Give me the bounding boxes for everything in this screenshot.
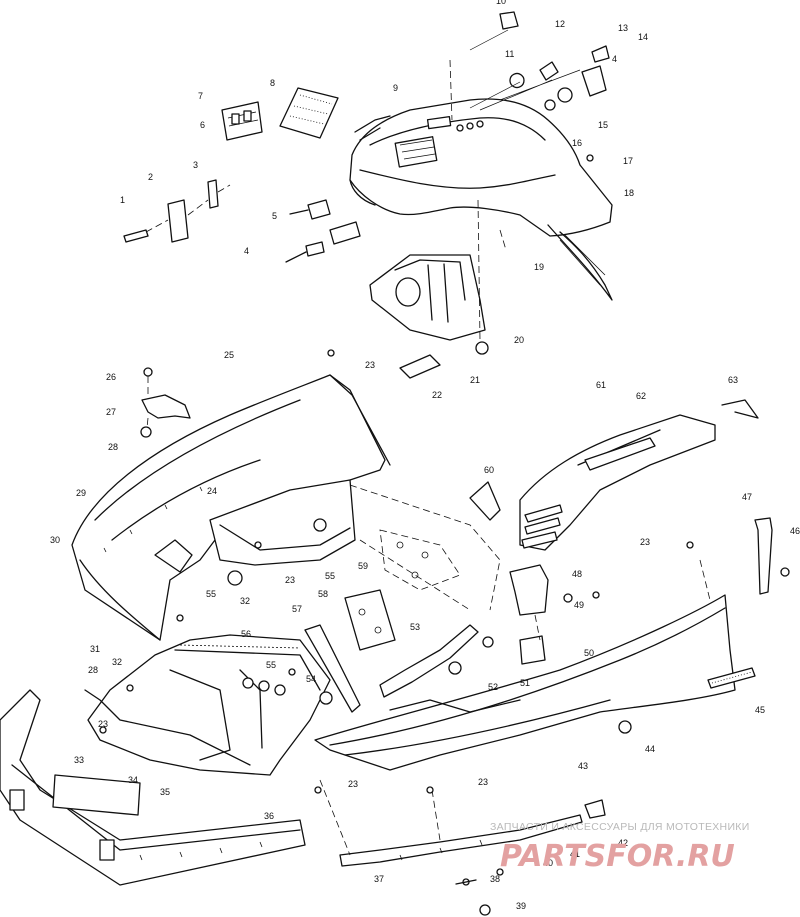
callout-label: 53 bbox=[410, 622, 420, 632]
callout-label: 42 bbox=[618, 838, 628, 848]
right-side-panel bbox=[314, 594, 756, 771]
callout-label: 56 bbox=[241, 629, 251, 639]
callout-label: 6 bbox=[200, 120, 205, 130]
callout-label: 9 bbox=[393, 83, 398, 93]
callout-label: 23 bbox=[640, 537, 650, 547]
callout-label: 27 bbox=[106, 407, 116, 417]
hood-hardware bbox=[449, 11, 610, 162]
right-brackets bbox=[509, 517, 790, 665]
callout-label: 28 bbox=[108, 442, 118, 452]
callout-label: 34 bbox=[128, 775, 138, 785]
callout-label: 2 bbox=[148, 172, 153, 182]
callout-label: 12 bbox=[555, 19, 565, 29]
callout-label: 5 bbox=[272, 211, 277, 221]
callout-label: 41 bbox=[570, 849, 580, 859]
callout-label: 16 bbox=[572, 138, 582, 148]
callout-label: 4 bbox=[612, 54, 617, 64]
callout-label: 13 bbox=[618, 23, 628, 33]
callout-label: 3 bbox=[193, 160, 198, 170]
callout-label: 7 bbox=[198, 91, 203, 101]
callout-label: 55 bbox=[206, 589, 216, 599]
hood-part bbox=[349, 98, 613, 301]
callout-label: 40 bbox=[543, 858, 553, 868]
callout-label: 10 bbox=[496, 0, 506, 6]
callout-label: 23 bbox=[285, 575, 295, 585]
callout-label: 35 bbox=[160, 787, 170, 797]
callout-label: 23 bbox=[365, 360, 375, 370]
callout-label: 15 bbox=[598, 120, 608, 130]
bracket-parts bbox=[123, 179, 361, 263]
center-braces bbox=[304, 589, 494, 713]
callout-label: 30 bbox=[50, 535, 60, 545]
callout-label: 39 bbox=[516, 901, 526, 911]
callout-label: 31 bbox=[90, 644, 100, 654]
callout-label: 19 bbox=[534, 262, 544, 272]
callout-label: 55 bbox=[325, 571, 335, 581]
mount-bracket bbox=[140, 367, 191, 438]
callout-label: 33 bbox=[74, 755, 84, 765]
watermark-text: ЗАПЧАСТИ И АКСЕССУАРЫ ДЛЯ МОТОТЕХНИКИ bbox=[490, 821, 750, 833]
callout-label: 17 bbox=[623, 156, 633, 166]
callout-label: 11 bbox=[505, 49, 514, 59]
callout-label: 47 bbox=[742, 492, 752, 502]
callout-label: 49 bbox=[574, 600, 584, 610]
callout-label: 59 bbox=[358, 561, 368, 571]
callout-label: 28 bbox=[88, 665, 98, 675]
callout-label: 8 bbox=[270, 78, 275, 88]
callout-label: 23 bbox=[348, 779, 358, 789]
callout-label: 51 bbox=[520, 678, 530, 688]
callout-label: 46 bbox=[790, 526, 800, 536]
callout-label: 18 bbox=[624, 188, 634, 198]
fasteners bbox=[99, 349, 694, 876]
front-bumper bbox=[0, 689, 306, 886]
callout-label: 26 bbox=[106, 372, 116, 382]
callout-label: 4 bbox=[244, 246, 249, 256]
callout-label: 55 bbox=[266, 660, 276, 670]
callout-label: 1 bbox=[120, 195, 125, 205]
callout-label: 23 bbox=[478, 777, 488, 787]
watermark-logo: PARTSFOR.RU bbox=[500, 839, 735, 874]
callout-label: 38 bbox=[490, 874, 500, 884]
console-bracket bbox=[369, 199, 507, 379]
rear-lower-bumper bbox=[319, 779, 606, 916]
callout-label: 25 bbox=[224, 350, 234, 360]
callout-label: 14 bbox=[638, 32, 648, 42]
left-side-panel bbox=[71, 374, 391, 641]
callout-label: 50 bbox=[584, 648, 594, 658]
callout-label: 23 bbox=[98, 719, 108, 729]
nose-pan bbox=[84, 634, 331, 776]
callout-label: 22 bbox=[432, 390, 442, 400]
callout-label: 43 bbox=[578, 761, 588, 771]
callout-label: 48 bbox=[572, 569, 582, 579]
callout-label: 57 bbox=[292, 604, 302, 614]
callout-label: 61 bbox=[596, 380, 606, 390]
callout-label: 20 bbox=[514, 335, 524, 345]
callout-label: 63 bbox=[728, 375, 738, 385]
callout-label: 37 bbox=[374, 874, 384, 884]
inner-tunnel bbox=[209, 479, 501, 611]
callout-label: 32 bbox=[112, 657, 122, 667]
callout-label: 21 bbox=[470, 375, 480, 385]
side-trim-panel bbox=[469, 399, 759, 551]
headlight-part bbox=[221, 87, 339, 141]
callout-label: 54 bbox=[306, 674, 316, 684]
callout-label: 62 bbox=[636, 391, 646, 401]
callout-label: 44 bbox=[645, 744, 655, 754]
callout-label: 36 bbox=[264, 811, 274, 821]
callout-label: 58 bbox=[318, 589, 328, 599]
callout-label: 60 bbox=[484, 465, 494, 475]
callout-label: 32 bbox=[240, 596, 250, 606]
callout-label: 45 bbox=[755, 705, 765, 715]
callout-label: 29 bbox=[76, 488, 86, 498]
callout-label: 52 bbox=[488, 682, 498, 692]
callout-label: 24 bbox=[207, 486, 217, 496]
